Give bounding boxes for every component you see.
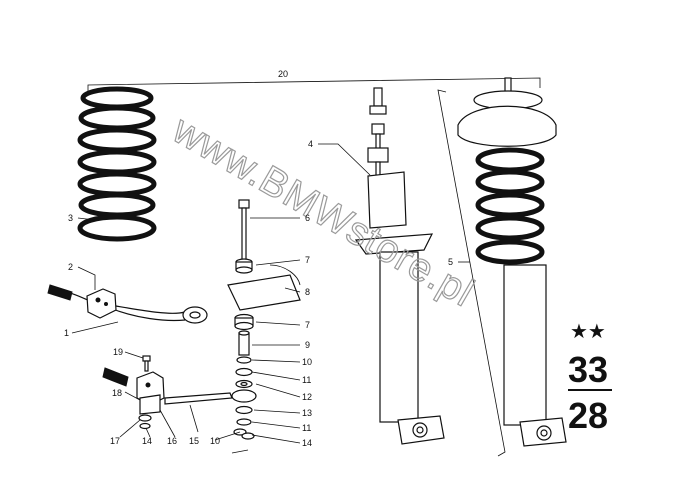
group-stars: ★★	[570, 319, 606, 343]
bracket-plate-8	[227, 264, 301, 311]
callout-8: 8	[305, 287, 310, 297]
callout-14-left: 14	[142, 436, 152, 446]
bushing-7-lower	[234, 313, 254, 331]
callout-9: 9	[305, 340, 310, 350]
stabilizer-arm-1	[47, 284, 208, 324]
callout-19: 19	[113, 347, 123, 357]
callout-5: 5	[448, 257, 453, 267]
bolt-19	[142, 355, 151, 372]
bracket-20	[87, 77, 541, 95]
spacer-tube-9	[238, 330, 250, 356]
rubber-mount-2	[86, 288, 117, 319]
bracket-5	[437, 89, 506, 457]
callout-11-upper: 11	[302, 375, 311, 385]
callout-2: 2	[68, 262, 73, 272]
callout-14-right: 14	[302, 438, 312, 448]
callout-10-right: 10	[302, 357, 312, 367]
bushing-7-upper	[235, 258, 253, 274]
callout-1: 1	[64, 328, 69, 338]
group-number: ★★ 33 28	[568, 319, 612, 436]
callout-15: 15	[189, 436, 199, 446]
callout-16: 16	[167, 436, 177, 446]
callout-6: 6	[305, 213, 310, 223]
callout-3: 3	[68, 213, 73, 223]
washers-10-11-12	[235, 356, 253, 389]
callout-13: 13	[302, 408, 312, 418]
callout-11-lower: 11	[302, 423, 311, 433]
group-main-number: 33	[568, 349, 608, 390]
leader-lines	[71, 143, 470, 444]
callout-20: 20	[278, 69, 288, 79]
shock-absorber-4	[354, 87, 445, 445]
callout-18: 18	[112, 388, 122, 398]
watermark: www.BMWstore.pl	[165, 107, 482, 315]
nut-17-washer-14	[138, 414, 152, 430]
callout-7-upper: 7	[305, 255, 310, 265]
clamp-18	[139, 394, 161, 415]
callout-17: 17	[110, 436, 120, 446]
spring-strut-5	[457, 77, 567, 447]
callout-7-lower: 7	[305, 320, 310, 330]
callout-4: 4	[308, 139, 313, 149]
group-sub-number: 28	[568, 395, 608, 436]
callout-10-left: 10	[210, 436, 220, 446]
callout-12: 12	[302, 392, 312, 402]
dash-mark	[231, 449, 249, 454]
washers-13-11-14	[233, 405, 255, 440]
coil-spring-3	[77, 86, 157, 242]
link-bolt-6	[238, 199, 250, 261]
link-rod-15	[164, 389, 257, 405]
